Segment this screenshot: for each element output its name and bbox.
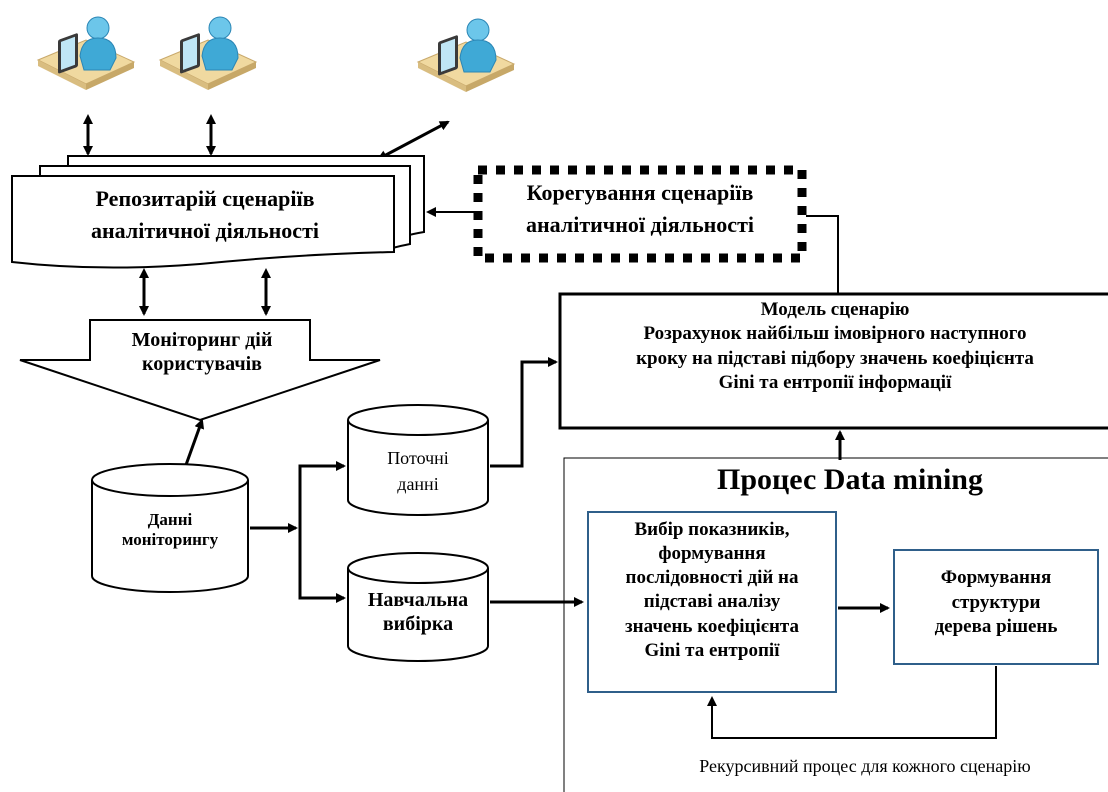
selection-line1: Вибір показників, — [634, 519, 790, 540]
arrow-split-training — [298, 520, 346, 603]
scenario-model-box — [558, 292, 1108, 430]
monitoring-data-label: Данні моніторингу — [96, 510, 244, 551]
selection-label: Вибір показників, формування послідовнос… — [590, 518, 834, 663]
scenario-model-line2: Розрахунок найбільш імовірного наступног… — [643, 323, 1027, 345]
training-sample-line2: вибірка — [382, 613, 454, 635]
user-computer-icon — [417, 18, 515, 93]
scenario-model-line4: Gini та ентропії інформації — [718, 371, 952, 393]
selection-line4: підставі аналізу — [643, 591, 781, 613]
arrow-recursive-loop — [707, 666, 997, 739]
arrow-split-current — [298, 461, 346, 596]
user-computer-icon — [37, 16, 135, 91]
scenario-model-line1: Модель сценарію — [760, 299, 910, 320]
monitoring-line1: Моніторинг дій — [131, 329, 273, 351]
repository-line1: Репозитарій сценаріїв — [95, 186, 315, 211]
monitoring-label: Моніторинг дій користувачів — [100, 328, 304, 376]
selection-line3: послідовності дій на — [625, 567, 799, 589]
selection-line5: значень коефіцієнта — [625, 615, 799, 637]
line-model-correction — [806, 215, 839, 294]
correction-box — [473, 165, 807, 263]
user-computer-icon — [159, 16, 257, 91]
monitoring-data-cylinder — [91, 463, 249, 593]
repository-line2: аналітичної діяльності — [91, 218, 319, 244]
data-mining-title: Процес Data mining — [717, 463, 983, 496]
tree-box — [893, 549, 1099, 665]
tree-line3: дерева рішень — [934, 616, 1058, 638]
tree-label: Формування структури дерева рішень — [896, 566, 1096, 640]
training-sample-line1: Навчальна — [367, 589, 469, 611]
selection-line6: Gini та ентропії — [644, 639, 780, 661]
scenario-model-line3: кроку на підставі підбору значень коефіц… — [636, 347, 1034, 369]
current-data-line2: данні — [397, 473, 439, 494]
correction-label: Корегування сценаріїв аналітичної діяльн… — [480, 180, 800, 239]
monitoring-data-line1: Данні — [147, 510, 193, 529]
training-sample-cylinder — [347, 552, 489, 662]
arrow-user3-repository — [376, 120, 450, 160]
repository-label: Репозитарій сценаріїв аналітичної діяльн… — [40, 186, 370, 245]
repository-shape — [11, 155, 425, 269]
current-data-label: Поточні данні — [352, 448, 484, 495]
monitoring-line2: користувачів — [142, 353, 262, 375]
correction-line2: аналітичної діяльності — [526, 212, 754, 238]
current-data-cylinder — [347, 404, 489, 516]
data-mining-area — [563, 457, 1108, 792]
arrow-current-model — [490, 357, 558, 468]
tree-line1: Формування — [940, 567, 1052, 588]
monitoring-arrow-shape — [19, 319, 381, 422]
selection-box — [587, 511, 837, 693]
monitoring-data-line2: моніторингу — [121, 530, 219, 550]
tree-line2: структури — [951, 591, 1041, 613]
selection-line2: формування — [658, 543, 766, 565]
scenario-model-label: Модель сценарію Розрахунок найбільш імов… — [562, 298, 1108, 395]
training-sample-label: Навчальна вибірка — [352, 588, 484, 636]
correction-line1: Корегування сценаріїв — [526, 180, 754, 205]
recursive-note: Рекурсивний процес для кожного сценарію — [699, 756, 1031, 776]
current-data-line1: Поточні — [387, 448, 449, 468]
